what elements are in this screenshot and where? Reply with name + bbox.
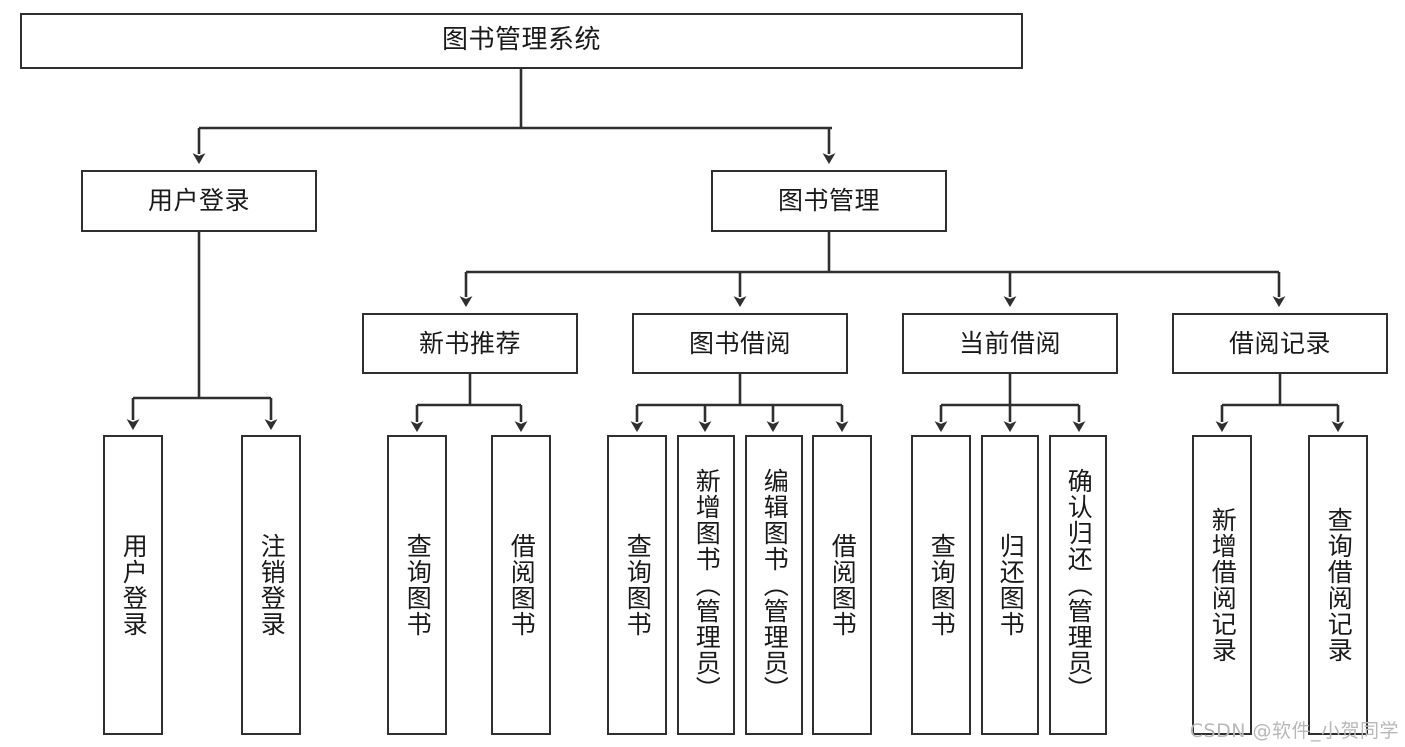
node-current-borrowing[interactable]: 当前借阅: [902, 313, 1118, 374]
node-leaf-logout[interactable]: 注销登录: [241, 435, 301, 735]
node-label: 当前借阅: [958, 328, 1061, 358]
node-label: 图书管理: [777, 186, 880, 215]
node-label: 查询图书: [403, 533, 433, 637]
node-label: 新增借阅记录: [1208, 507, 1238, 663]
node-label: 归还图书: [996, 533, 1026, 637]
node-label: 查询图书: [927, 533, 957, 637]
node-leaf-query-book-current[interactable]: 查询图书: [911, 435, 971, 735]
node-book-borrowing[interactable]: 图书借阅: [632, 313, 848, 374]
node-label: 用户登录: [147, 186, 250, 215]
node-label: 注销登录: [257, 533, 287, 637]
node-label: 图书借阅: [688, 328, 791, 358]
node-leaf-query-book-borrowing[interactable]: 查询图书: [607, 435, 667, 735]
node-new-book-recommendation[interactable]: 新书推荐: [362, 313, 578, 374]
node-root-book-management-system[interactable]: 图书管理系统: [20, 13, 1023, 69]
node-leaf-add-borrowing-record[interactable]: 新增借阅记录: [1192, 435, 1252, 735]
node-leaf-query-borrowing-record[interactable]: 查询借阅记录: [1308, 435, 1368, 735]
node-leaf-add-book-admin[interactable]: 新增图书（管理员）: [677, 435, 735, 735]
node-leaf-edit-book-admin[interactable]: 编辑图书（管理员）: [745, 435, 803, 735]
node-label: 查询图书: [623, 533, 653, 637]
node-leaf-confirm-return-admin[interactable]: 确认归还（管理员）: [1049, 435, 1107, 735]
node-leaf-borrow-book-recommendation[interactable]: 借阅图书: [491, 435, 551, 735]
node-label: 确认归还（管理员）: [1064, 468, 1094, 702]
node-label: 新增图书（管理员）: [692, 468, 722, 702]
node-label: 新书推荐: [418, 328, 521, 358]
node-label: 借阅记录: [1228, 328, 1331, 358]
node-book-management[interactable]: 图书管理: [711, 170, 947, 232]
node-label: 借阅图书: [828, 533, 858, 637]
node-label: 借阅图书: [507, 533, 537, 637]
csdn-watermark: CSDN @软件_小贺同学: [1189, 720, 1399, 742]
node-label: 编辑图书（管理员）: [760, 468, 790, 702]
node-label: 查询借阅记录: [1324, 507, 1354, 663]
node-user-login[interactable]: 用户登录: [81, 170, 317, 232]
node-leaf-query-book-recommendation[interactable]: 查询图书: [387, 435, 447, 735]
node-leaf-borrow-book-borrowing[interactable]: 借阅图书: [812, 435, 872, 735]
node-leaf-user-login[interactable]: 用户登录: [103, 435, 163, 735]
node-label: 图书管理系统: [441, 25, 601, 56]
node-leaf-return-book[interactable]: 归还图书: [981, 435, 1039, 735]
node-label: 用户登录: [119, 533, 149, 637]
node-borrowing-record[interactable]: 借阅记录: [1172, 313, 1388, 374]
